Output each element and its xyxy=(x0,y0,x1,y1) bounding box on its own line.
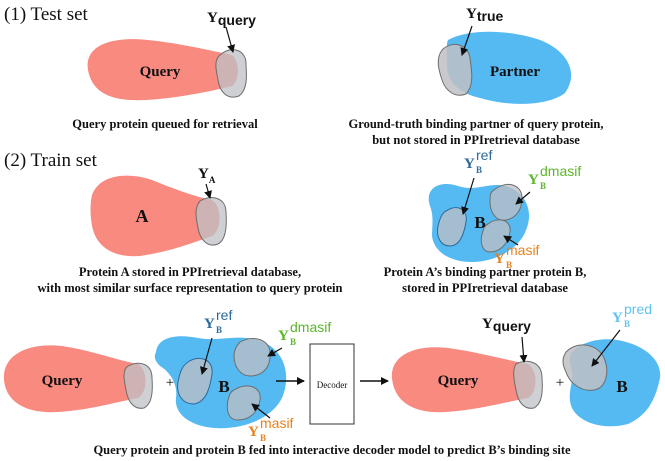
y-b-subscript: B xyxy=(216,325,222,335)
svg-text:Y: Y xyxy=(204,316,215,332)
plus-sign-2: + xyxy=(556,375,564,391)
caption-bottom: Query protein and protein B fed into int… xyxy=(93,443,571,457)
decoder-label: Decoder xyxy=(317,380,347,390)
y-symbol: Y xyxy=(248,424,259,440)
y-b-ref-label-train: Y B ref xyxy=(464,147,492,175)
y-symbol: Y xyxy=(528,172,539,188)
arrow-y-true xyxy=(460,25,473,56)
plus-sign-1: + xyxy=(166,375,174,391)
decoder-box: Decoder xyxy=(309,343,355,425)
arrow-y-b-pred xyxy=(591,329,621,367)
protein-a: A xyxy=(90,175,227,257)
y-b-masif-label-input: Y B masif xyxy=(248,415,294,443)
query-label-output: Query xyxy=(438,373,479,389)
y-b-subscript: B xyxy=(260,433,266,443)
y-ref-superscript: ref xyxy=(476,147,492,163)
svg-text:Y: Y xyxy=(612,310,623,326)
y-symbol: Y xyxy=(466,6,477,22)
y-true-label: Ytrue xyxy=(466,6,504,24)
svg-text:Y: Y xyxy=(528,172,539,188)
svg-text:Y: Y xyxy=(248,424,259,440)
arrow-y-b-ref-train xyxy=(461,177,475,215)
y-a-subscript: A xyxy=(209,175,216,185)
protein-b-label-input: B xyxy=(218,377,229,396)
y-symbol: Y xyxy=(278,328,289,344)
svg-text:Y: Y xyxy=(278,328,289,344)
caption-b-line1: Protein A’s binding partner protein B, xyxy=(384,265,587,279)
caption-partner-line2: but not stored in PPIretrieval database xyxy=(372,133,580,147)
y-masif-superscript: masif xyxy=(260,415,294,431)
svg-text:Y: Y xyxy=(464,156,475,172)
y-symbol: Y xyxy=(494,251,505,267)
y-query-superscript: query xyxy=(493,318,531,334)
y-query-label-test: Yquery xyxy=(207,10,256,28)
y-true-superscript: true xyxy=(477,8,504,24)
protein-b-label-output: B xyxy=(616,377,627,396)
section-title-train-set: (2) Train set xyxy=(4,150,98,171)
y-b-subscript: B xyxy=(540,181,546,191)
svg-text:Y: Y xyxy=(494,251,505,267)
caption-partner-line1: Ground-truth binding partner of query pr… xyxy=(349,117,604,131)
query-label-test: Query xyxy=(140,64,181,80)
arrow-y-b-dmasif-train xyxy=(515,191,531,205)
query-label-input: Query xyxy=(42,373,83,389)
y-b-masif-label-train: Y B masif xyxy=(494,242,540,270)
arrow-y-b-masif-input xyxy=(251,403,271,419)
caption-query-protein: Query protein queued for retrieval xyxy=(72,117,258,131)
y-b-subscript: B xyxy=(290,337,296,347)
y-a-label: YA xyxy=(198,166,216,185)
svg-text:Yquery: Yquery xyxy=(207,10,256,28)
svg-text:YA: YA xyxy=(198,166,216,185)
caption-b-line2: stored in PPIretrieval database xyxy=(402,281,568,295)
arrow-y-query-output xyxy=(519,336,528,363)
query-protein-output: Query xyxy=(391,347,543,413)
y-b-subscript: B xyxy=(624,319,630,329)
arrow-y-b-dmasif-input xyxy=(267,347,283,357)
y-symbol: Y xyxy=(464,156,475,172)
arrow-y-a xyxy=(204,183,212,199)
y-pred-superscript: pred xyxy=(624,301,652,317)
query-protein-input: Query xyxy=(3,345,153,413)
y-ref-superscript: ref xyxy=(216,307,232,323)
arrow-y-b-masif-train xyxy=(503,235,519,246)
y-symbol: Y xyxy=(482,316,493,332)
protein-b-output: B xyxy=(562,339,661,427)
y-b-dmasif-label-input: Y B dmasif xyxy=(278,319,331,347)
partner-protein-test: Partner xyxy=(437,31,572,104)
y-symbol: Y xyxy=(207,10,218,26)
section-title-test-set: (1) Test set xyxy=(4,4,89,25)
y-symbol: Y xyxy=(612,310,623,326)
caption-a-line1: Protein A stored in PPIretrieval databas… xyxy=(79,265,301,279)
y-dmasif-superscript: dmasif xyxy=(290,319,331,335)
y-query-superscript: query xyxy=(218,12,256,28)
caption-a-line2: with most similar surface representation… xyxy=(38,281,343,295)
partner-label: Partner xyxy=(490,64,540,80)
y-masif-superscript: masif xyxy=(506,242,540,258)
protein-b-label-train: B xyxy=(474,213,485,232)
svg-text:Ytrue: Ytrue xyxy=(466,6,504,24)
y-b-subscript: B xyxy=(506,260,512,270)
y-dmasif-superscript: dmasif xyxy=(540,163,581,179)
svg-text:Yquery: Yquery xyxy=(482,316,531,334)
y-b-ref-label-input: Y B ref xyxy=(204,307,232,335)
protein-a-label: A xyxy=(136,206,149,226)
arrow-y-b-ref-input xyxy=(200,337,213,375)
y-b-dmasif-label-train: Y B dmasif xyxy=(528,163,581,191)
y-b-subscript: B xyxy=(476,165,482,175)
y-symbol: Y xyxy=(198,166,209,182)
y-query-label-output: Yquery xyxy=(482,316,531,334)
arrow-y-query-test xyxy=(225,26,235,53)
y-symbol: Y xyxy=(204,316,215,332)
y-b-pred-label: Y B pred xyxy=(612,301,652,329)
query-protein-test: Query xyxy=(87,39,247,101)
